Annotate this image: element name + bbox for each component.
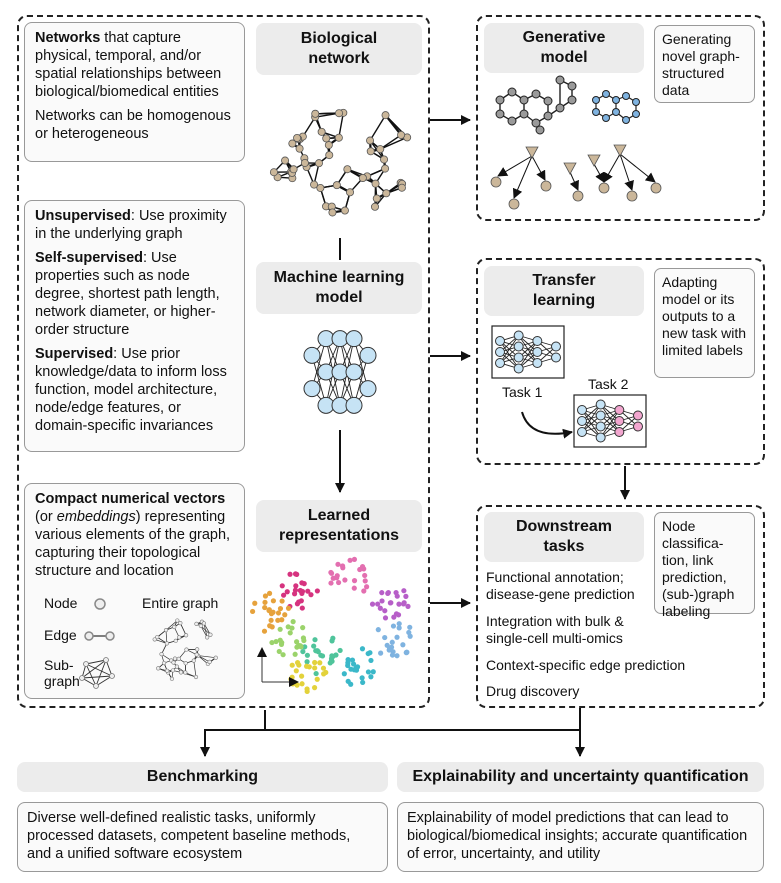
- task1-label: Task 1: [502, 384, 543, 400]
- explainability-text: Explainability of model predictions that…: [397, 802, 764, 872]
- task2-network: [577, 399, 643, 443]
- generative-side-note: Generating novel graph-structured data: [654, 25, 755, 103]
- supervised-text: : Use prior knowledge/data to inform los…: [35, 346, 227, 434]
- entire-graph-glyph: [152, 618, 218, 681]
- downstream-task-3: Context-specific edge prediction: [486, 657, 686, 673]
- explainability-title: Explainability and uncertainty quantific…: [397, 762, 764, 792]
- embedding-scatter-graphic: [249, 556, 413, 695]
- networks-text: that capture physical, temporal, and/or …: [35, 30, 222, 100]
- downstream-task-4: Drug discovery: [486, 683, 580, 699]
- downstream-title: Downstream tasks: [484, 512, 644, 562]
- edge-glyph: [84, 631, 115, 641]
- transfer-panel: [476, 258, 765, 465]
- arrow-to-explainability: [265, 729, 585, 757]
- arrow-task1-to-task2: [521, 411, 573, 439]
- downstream-side-note: Node classifica-tion, link prediction, (…: [654, 512, 755, 619]
- node-glyph: [94, 598, 106, 610]
- supervised-bold: Supervised: [35, 346, 114, 362]
- self-supervised-bold: Self-supervised: [35, 250, 143, 266]
- embedding-axes: [257, 647, 299, 687]
- vectors-open: (or: [35, 509, 57, 525]
- flow-arrows: [200, 115, 630, 757]
- downstream-panel: [476, 505, 765, 708]
- transfer-title: Transfer learning: [484, 266, 644, 316]
- downstream-task-2: Integration with bulk & single-cell mult…: [486, 613, 624, 646]
- downstream-task-1: Functional annotation; disease-gene pred…: [486, 569, 635, 602]
- task2-label: Task 2: [588, 376, 629, 392]
- generated-graph-blue-ring: [592, 90, 640, 124]
- biological-network-title: Biological network: [256, 23, 422, 75]
- unsupervised-bold: Unsupervised: [35, 208, 131, 224]
- vectors-italic: embeddings: [56, 509, 136, 525]
- networks-text2: Networks can be homogenous or heterogene…: [35, 108, 231, 142]
- networks-bold: Networks: [35, 30, 101, 46]
- networks-note: Networks that capture physical, temporal…: [24, 22, 245, 162]
- benchmarking-text: Diverse well-defined realistic tasks, un…: [17, 802, 388, 872]
- ml-model-title: Machine learning model: [256, 262, 422, 314]
- edge-label: Edge: [44, 627, 77, 643]
- main-pipeline-panel: [17, 15, 430, 708]
- transfer-side-note: Adapting model or its outputs to a new t…: [654, 268, 755, 378]
- vectors-bold: Compact numerical vectors: [35, 491, 226, 507]
- generative-panel: [476, 15, 765, 221]
- self-supervised-text: : Use properties such as node degree, sh…: [35, 250, 220, 338]
- arrow-to-benchmarking: [200, 710, 266, 757]
- task1-network: [495, 330, 561, 374]
- neural-network-graphic: [303, 330, 377, 414]
- unsupervised-text: : Use proximity in the underlying graph: [35, 208, 227, 242]
- vectors-rest: ) representing various elements of the g…: [35, 509, 231, 579]
- generated-graph-grey: [495, 75, 577, 135]
- subgraph-label: Sub- graph: [44, 657, 80, 689]
- biological-network-graphic: [269, 108, 412, 217]
- benchmarking-title: Benchmarking: [17, 762, 388, 792]
- entire-graph-label: Entire graph: [142, 595, 219, 611]
- learning-note: Unsupervised: Use proximity in the under…: [24, 200, 245, 452]
- subgraph-glyph: [79, 657, 115, 689]
- generated-tree-graphs: [490, 144, 662, 210]
- node-label: Node: [44, 595, 78, 611]
- learned-representations-title: Learned representations: [256, 500, 422, 552]
- generative-title: Generative model: [484, 23, 644, 73]
